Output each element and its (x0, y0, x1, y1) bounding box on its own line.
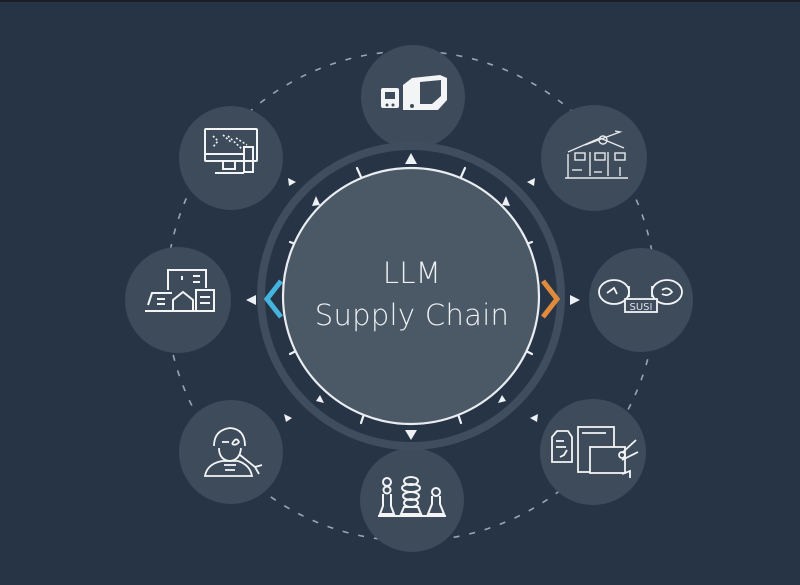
top-border (0, 0, 800, 2)
susi-label: SUSI (630, 302, 653, 313)
satellite-bottom-left[interactable] (179, 400, 283, 504)
chevron-right-icon[interactable] (541, 279, 561, 319)
satellite-top-left[interactable] (179, 106, 283, 210)
left-pointer-icon (246, 295, 256, 305)
right-pointer-icon (570, 295, 580, 305)
chess-pieces-icon (378, 476, 446, 517)
title-line-2: Supply Chain (314, 298, 510, 332)
exchange-susi-icon (598, 279, 683, 313)
title-line-1: LLM (382, 256, 442, 290)
buildings-icon (145, 269, 215, 312)
documents-tools-icon (551, 426, 639, 478)
center-circle (281, 166, 541, 426)
trucks-transport-icon (381, 75, 447, 110)
center-title: LLM Supply Chain (290, 252, 534, 336)
orbit-markers (246, 178, 580, 422)
arrow-down-icon (405, 430, 417, 440)
monitor-data-icon (204, 128, 258, 174)
ring-arrows (312, 153, 510, 440)
house-construction-icon (565, 130, 628, 179)
satellite-top-right[interactable] (541, 105, 647, 211)
satellite-left[interactable] (125, 247, 231, 353)
chevron-left-icon[interactable] (263, 279, 283, 319)
arrow-up-icon (405, 153, 417, 164)
support-person-icon (203, 427, 263, 477)
